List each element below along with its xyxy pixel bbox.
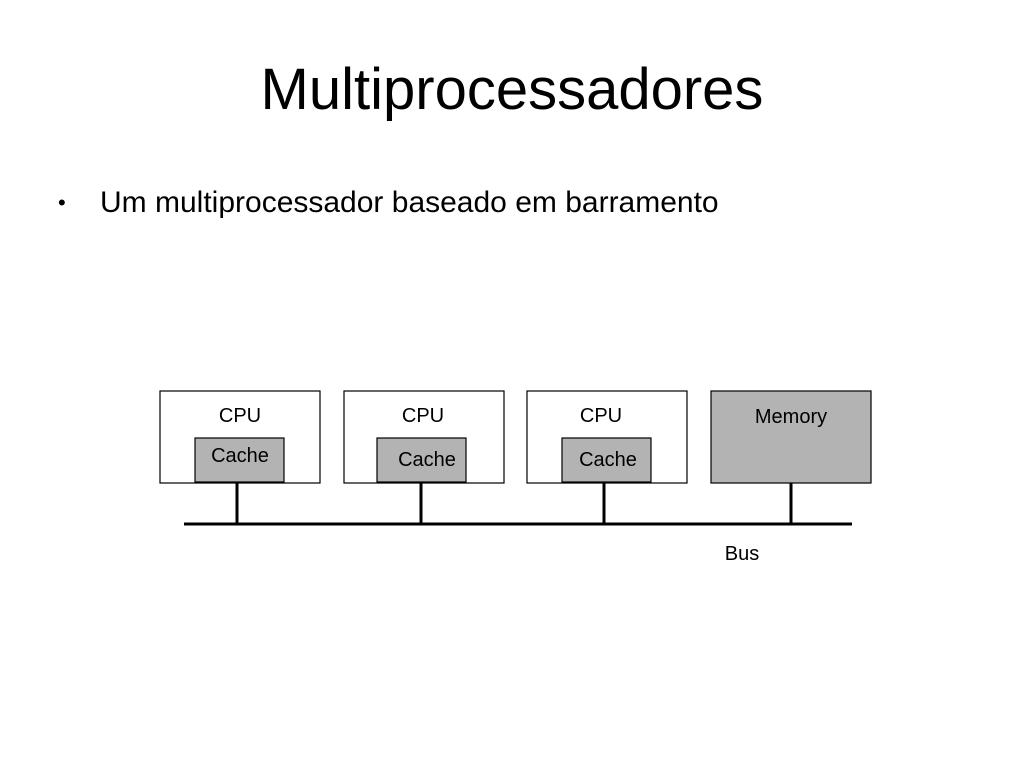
cpu-node-1: CPU Cache	[159, 390, 321, 484]
cpu-label-3: CPU	[580, 405, 622, 427]
memory-box	[710, 390, 872, 484]
cache-box-1	[194, 437, 285, 483]
memory-node: Memory	[710, 390, 872, 484]
bullet-text: Um multiprocessador baseado em barrament…	[100, 186, 719, 219]
cache-box-2	[376, 437, 467, 483]
cpu-label-2: CPU	[402, 405, 444, 427]
cache-label-3: Cache	[579, 449, 637, 471]
cache-label-1: Cache	[211, 445, 269, 467]
cache-box-3	[561, 437, 652, 483]
cpu-label-1: CPU	[219, 405, 261, 427]
memory-label: Memory	[755, 406, 827, 428]
cpu-node-2: CPU Cache	[343, 390, 505, 484]
bus-label: Bus	[725, 543, 759, 565]
cache-label-2: Cache	[398, 449, 456, 471]
bullet-icon: •	[58, 190, 66, 215]
cpu-node-3: CPU Cache	[526, 390, 688, 484]
slide-title: Multiprocessadores	[260, 57, 764, 122]
